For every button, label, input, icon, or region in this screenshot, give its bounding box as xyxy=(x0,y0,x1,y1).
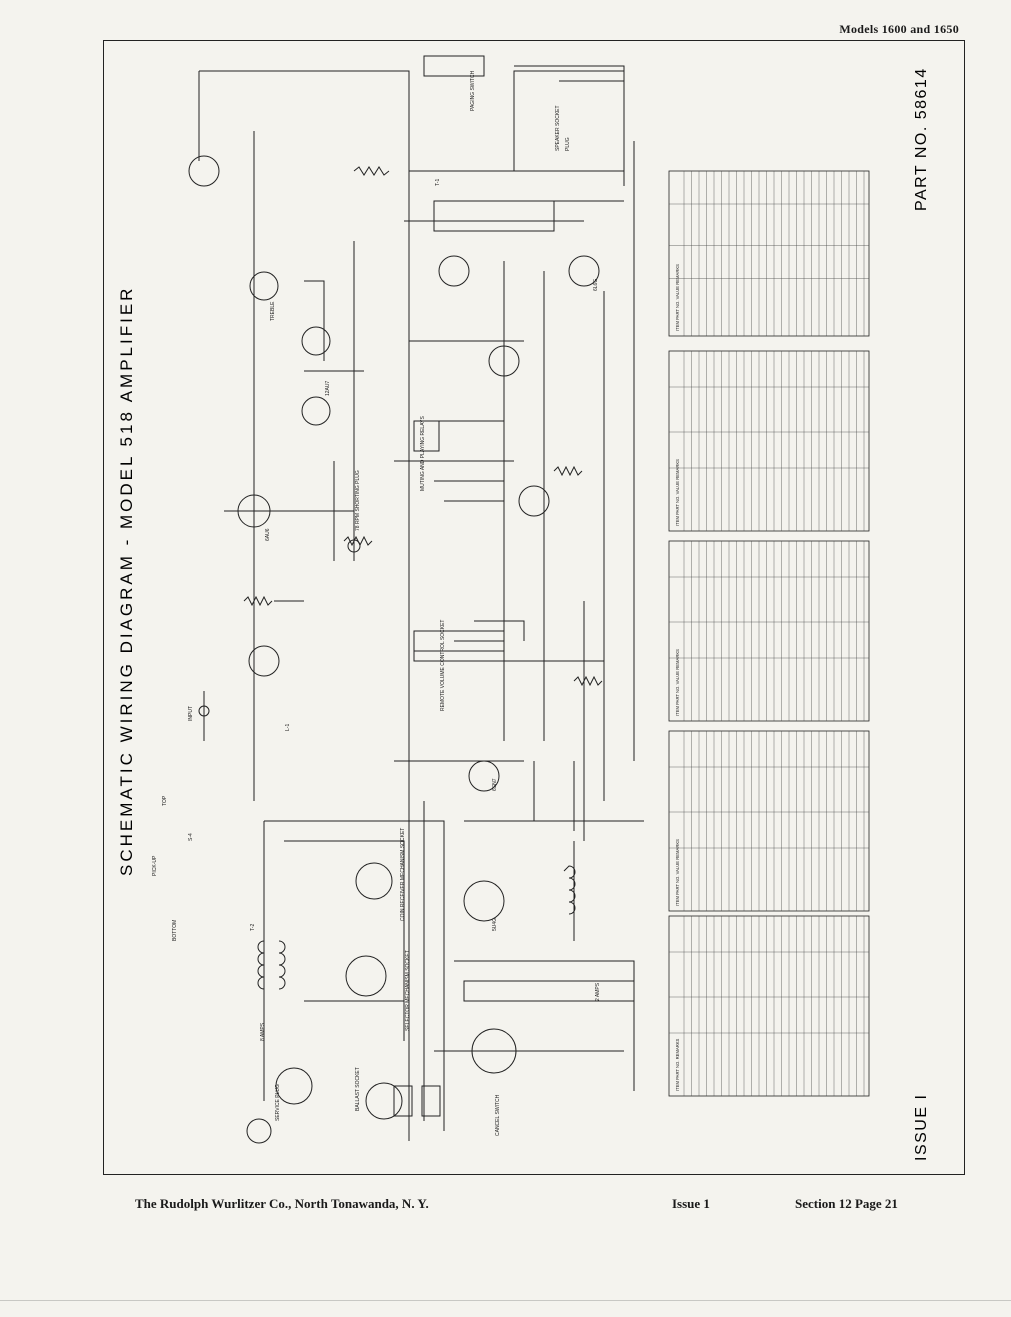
coin-socket-label: COIN RECEIVER MECHANISM SOCKET xyxy=(400,828,406,921)
top-label: TOP xyxy=(162,795,168,806)
pickup-label: PICK-UP xyxy=(152,855,158,876)
table-5-header: ITEM PART NO. REMARKS xyxy=(675,1038,680,1091)
input-label: INPUT xyxy=(188,706,194,721)
fuse-2a-label: 2 AMPS xyxy=(595,982,601,1001)
table-4-header: ITEM PART NO. VALUE REMARKS xyxy=(675,839,680,906)
transformer-t2-label: T-2 xyxy=(250,924,256,931)
footer-issue: Issue 1 xyxy=(672,1196,710,1211)
selector-socket-label: SELECTOR MECHANISM SOCKET xyxy=(405,950,411,1031)
paging-switch-label: PAGING SWITCH xyxy=(470,70,476,111)
ballast-socket-label: BALLAST SOCKET xyxy=(355,1067,361,1111)
transformer-t1-label: T-1 xyxy=(435,179,441,186)
service-plug-label: SERVICE PLUG xyxy=(275,1084,281,1121)
parts-table-4 xyxy=(668,730,870,912)
table-2-header: ITEM PART NO. VALUE REMARKS xyxy=(675,459,680,526)
table-3-header: ITEM PART NO. VALUE REMARKS xyxy=(675,649,680,716)
volume-socket-label: REMOTE VOLUME CONTROL SOCKET xyxy=(440,620,446,712)
tube-6l6-label: 6L6G xyxy=(593,279,599,291)
tube-6sn7-label: 6SN7 xyxy=(492,778,498,791)
tube-12au7-label: 12AU7 xyxy=(325,380,331,396)
footer-section-page: Section 12 Page 21 xyxy=(795,1196,898,1211)
footer-company: The Rudolph Wurlitzer Co., North Tonawan… xyxy=(135,1196,429,1211)
plug-label: PLUG xyxy=(565,137,571,151)
diagram-title: SCHEMATIC WIRING DIAGRAM - MODEL 518 AMP… xyxy=(117,286,136,876)
shorting-plug-label: 78 RPM SHORTING PLUG xyxy=(355,470,361,531)
parts-table-5 xyxy=(668,915,870,1097)
choke-label: L-1 xyxy=(285,724,291,731)
bottom-label: BOTTOM xyxy=(172,920,178,941)
tube-6au6-label: 6AU6 xyxy=(265,528,271,541)
parts-table-1 xyxy=(668,170,870,337)
speaker-socket-label: SPEAKER SOCKET xyxy=(555,105,561,151)
parts-table-2 xyxy=(668,350,870,532)
treble-label: TREBLE xyxy=(270,301,276,321)
fuse-8a-label: 8 AMPS xyxy=(260,1022,266,1041)
table-1-header: ITEM PART NO. VALUE REMARKS xyxy=(675,264,680,331)
models-header: Models 1600 and 1650 xyxy=(839,22,959,36)
issue-label: ISSUE I xyxy=(913,1094,930,1161)
muting-relays-label: MUTING AND PLAYING RELAYS xyxy=(420,416,426,491)
schematic-frame: SCHEMATIC WIRING DIAGRAM - MODEL 518 AMP… xyxy=(103,40,965,1175)
cancel-switch-label: CANCEL SWITCH xyxy=(495,1094,501,1136)
schematic-diagram: SCHEMATIC WIRING DIAGRAM - MODEL 518 AMP… xyxy=(117,55,930,1161)
part-number: PART NO. 58614 xyxy=(913,67,930,211)
s4-label: S-4 xyxy=(188,833,194,841)
scan-edge-line xyxy=(0,1300,1011,1301)
rectifier-label: 5U4G xyxy=(492,918,498,931)
parts-table-3 xyxy=(668,540,870,722)
